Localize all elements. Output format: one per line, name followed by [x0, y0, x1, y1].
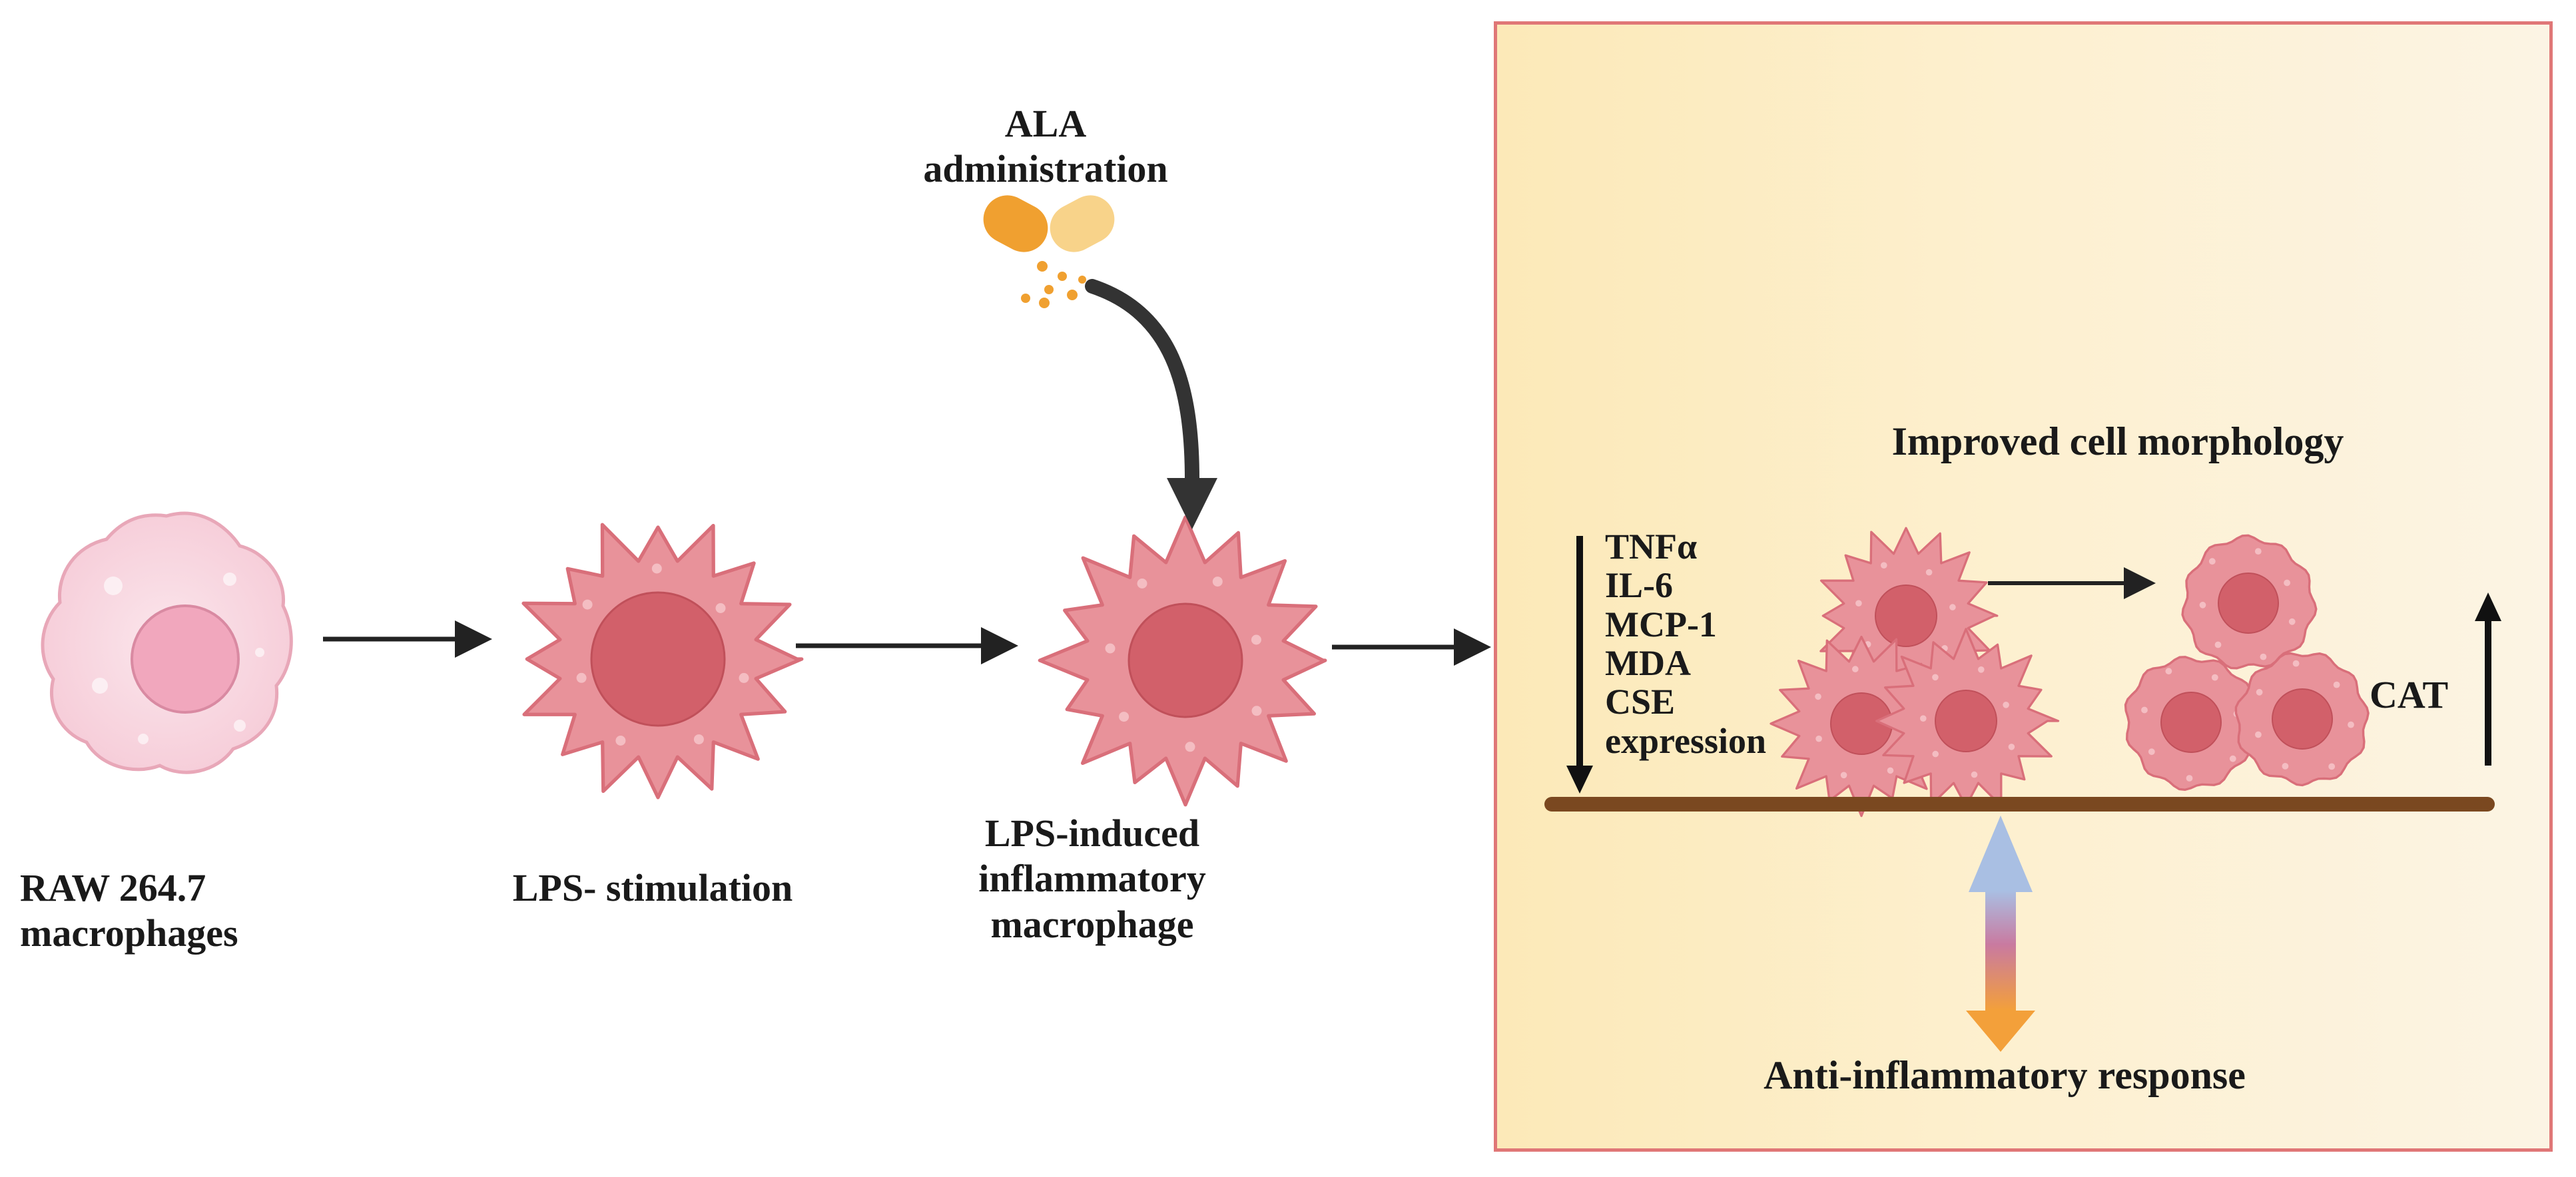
macrophage-cell: [521, 523, 804, 800]
inflammatory-macrophage: [1038, 515, 1327, 807]
ala-administration-label: ALA administration: [923, 102, 1168, 191]
cluster-cell: [2234, 652, 2370, 787]
cluster-cell: [1875, 628, 2060, 808]
ala-arrow: [1085, 279, 1199, 487]
capsule-icon: [983, 195, 1115, 252]
markers-down-arrowhead: [1566, 766, 1593, 794]
anti-inflammatory-label: Anti-inflammatory response: [1764, 1053, 2246, 1097]
ala-arrowhead: [1167, 478, 1217, 529]
raw-macrophages-label: RAW 264.7 macrophages: [20, 866, 238, 955]
improved-morphology-label: Improved cell morphology: [1891, 419, 2344, 463]
resting-macrophage: [41, 511, 293, 774]
cluster-cell: [2181, 534, 2318, 670]
markers-label: TNFα IL-6 MCP-1 MDA CSE expression: [1605, 527, 1767, 761]
inflamed-cell-cluster: [1770, 527, 2060, 818]
improved-cell-cluster: [2124, 534, 2370, 791]
cat-label: CAT: [2370, 673, 2449, 716]
outcome-panel: [1494, 21, 2553, 1152]
lps-induced-label: LPS-induced inflammatory macrophage: [978, 812, 1206, 946]
powder-dots-icon: [1021, 261, 1086, 308]
lps-stimulation-label: LPS- stimulation: [512, 866, 793, 909]
fulcrum-arrow: [1966, 816, 2035, 1052]
lps-stimulated-macrophage: [521, 523, 804, 800]
cat-up-arrowhead: [2475, 592, 2501, 621]
macrophage-cell: [1038, 515, 1327, 807]
cluster-cell: [2124, 656, 2260, 791]
